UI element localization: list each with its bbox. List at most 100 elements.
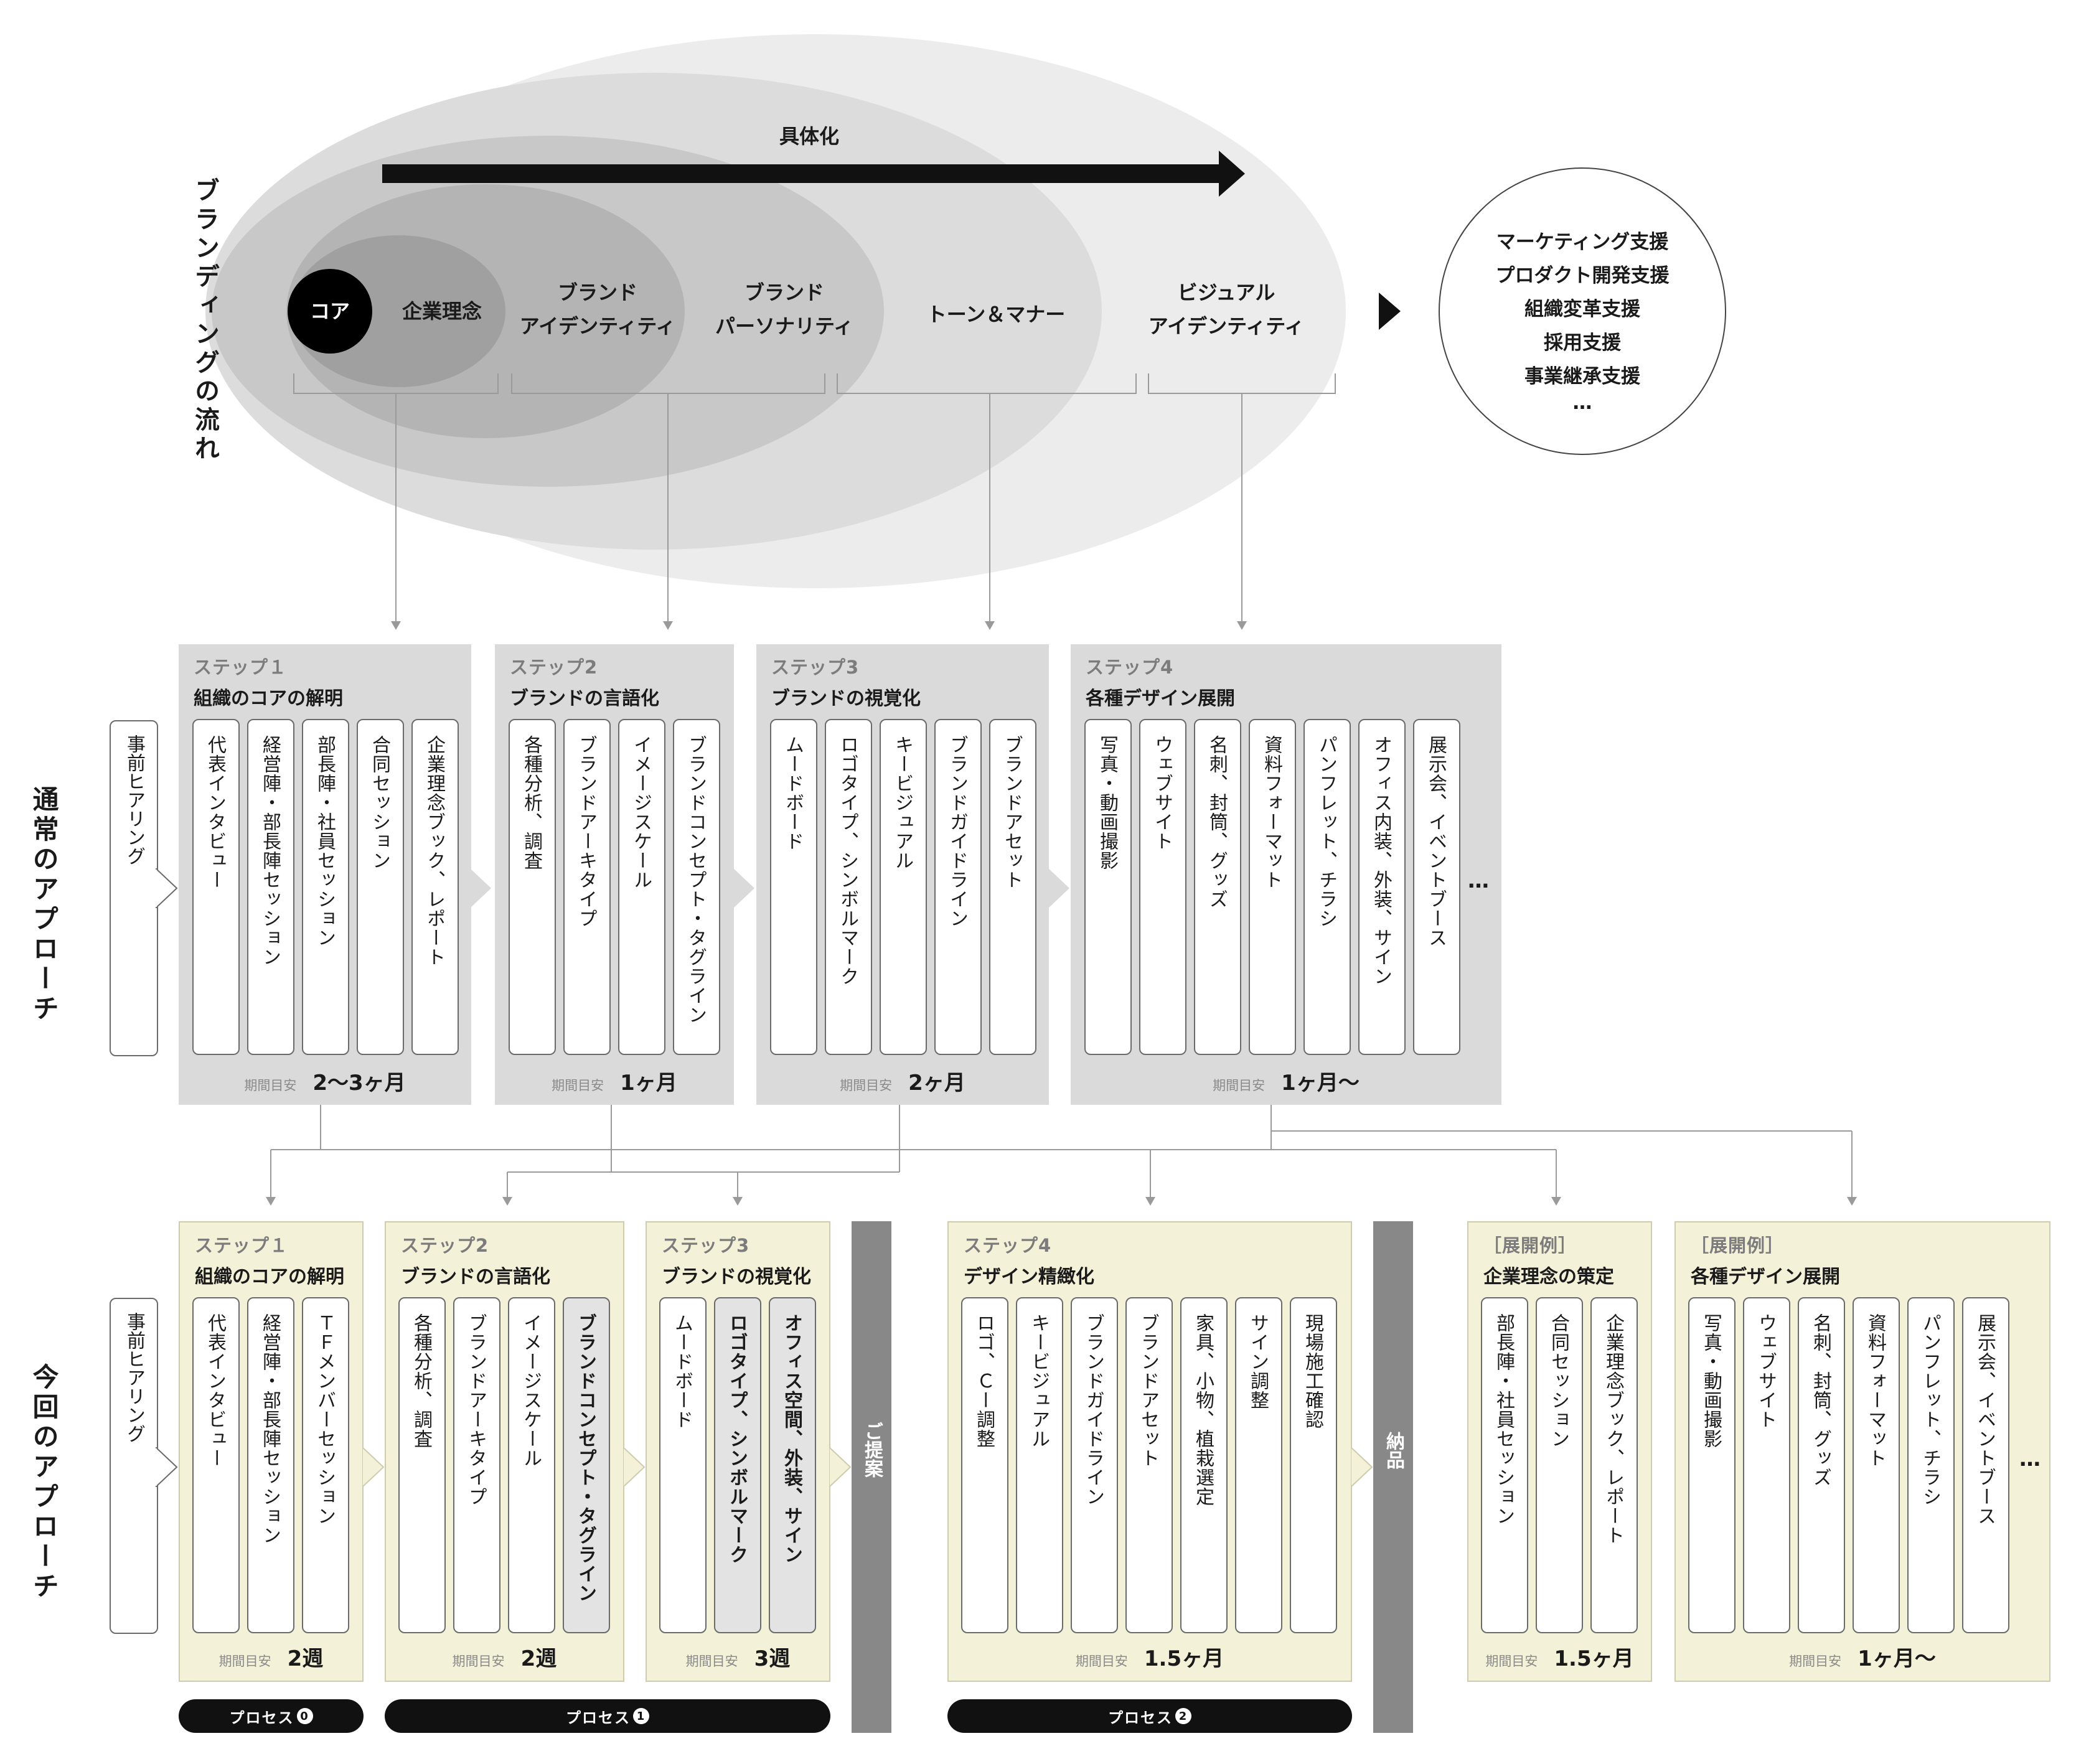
step-number: ステップ4: [964, 1235, 1052, 1256]
card-text: 展示会、イベントブース: [1974, 1313, 1996, 1526]
normal-step-3: ステップ3 ブランドの視覚化 ムードボード ロゴタイプ、シンボルマーク キービジ…: [756, 644, 1049, 1105]
card-text: 各種分析、調査: [410, 1313, 432, 1448]
step-card: 資料フォーマット: [1249, 719, 1296, 1055]
step-card: 代表インタビュー: [192, 1297, 240, 1633]
concretization-arrow-head: [1219, 151, 1245, 197]
step-card: 部長陣・社員セッション: [302, 719, 349, 1055]
current-step-3: ステップ3 ブランドの視覚化 ムードボード ロゴタイプ、シンボルマーク オフィス…: [646, 1221, 830, 1682]
card-text: パンフレット、チラシ: [1919, 1313, 1941, 1506]
step-card: ウェブサイト: [1139, 719, 1186, 1055]
card-text: サイン調整: [1247, 1313, 1269, 1410]
card-text: 部長陣・社員セッション: [314, 735, 336, 947]
layer-label-identity: ブランド アイデンティティ: [519, 281, 676, 338]
step-card: ＴＦメンバーセッション: [302, 1297, 349, 1633]
step-card: イメージスケール: [618, 719, 665, 1055]
step-card: ブランドアーキタイプ: [453, 1297, 500, 1633]
step-card: 経営陣・部長陣セッション: [247, 1297, 294, 1633]
normal-pre-hearing: [110, 720, 158, 1056]
step-card: 各種分析、調査: [509, 719, 556, 1055]
core-label: コア: [309, 299, 350, 323]
card-text: 経営陣・部長陣セッション: [259, 735, 281, 967]
step-card: ウェブサイト: [1743, 1297, 1790, 1633]
current-step-2: ステップ2 ブランドの言語化 各種分析、調査 ブランドアーキタイプ イメージスケ…: [385, 1221, 624, 1682]
step-card: 写真・動画撮影: [1084, 719, 1132, 1055]
current-pre-hearing-text: 事前ヒアリング: [123, 1312, 145, 1443]
card-text: 資料フォーマット: [1261, 735, 1282, 889]
card-text: ウェブサイト: [1151, 735, 1173, 851]
step-card: ブランドガイドライン: [1071, 1297, 1118, 1633]
step-title: 企業理念の策定: [1483, 1266, 1614, 1288]
current-chevron: [1351, 1447, 1373, 1487]
more-ellipsis: …: [1468, 868, 1489, 893]
step-card: 写真・動画撮影: [1688, 1297, 1735, 1633]
step-card: 合同セッション: [357, 719, 404, 1055]
current-example-philosophy: ［展開例］ 企業理念の策定 部長陣・社員セッション 合同セッション 企業理念ブッ…: [1467, 1221, 1652, 1682]
step-card: ブランドアセット: [1125, 1297, 1173, 1633]
support-item: マーケティング支援: [1496, 231, 1669, 253]
card-text: ブランドアーキタイプ: [465, 1313, 487, 1506]
normal-chevron: [470, 868, 491, 908]
step-card: ブランドアーキタイプ: [563, 719, 611, 1055]
step-card: 各種分析、調査: [398, 1297, 446, 1633]
step-card: キービジュアル: [880, 719, 927, 1055]
card-text: 部長陣・社員セッション: [1493, 1313, 1515, 1526]
support-item: 採用支援: [1544, 332, 1621, 354]
step-number: ［展開例］: [1483, 1235, 1577, 1256]
card-text: イメージスケール: [520, 1313, 542, 1468]
step-card: オフィス内装、外装、サイン: [1358, 719, 1406, 1055]
step-card: 名刺、封筒、グッズ: [1194, 719, 1241, 1055]
support-item: プロダクト開発支援: [1495, 265, 1670, 287]
arrow-label: 具体化: [779, 124, 839, 148]
step-number: ステップ3: [771, 657, 860, 678]
card-text: ブランドアセット: [1001, 735, 1023, 889]
core-ellipse: [288, 269, 372, 354]
card-text: 写真・動画撮影: [1096, 735, 1118, 870]
branding-flow-label: ブランディングの流れ: [190, 177, 219, 464]
step-title: ブランドの言語化: [401, 1266, 550, 1288]
delivery-bar: 納品: [1373, 1221, 1413, 1733]
layer-label-tone: トーン＆マナー: [926, 303, 1066, 326]
proposal-text: ご提案: [861, 1422, 883, 1478]
card-text: 企業理念ブック、レポート: [1602, 1313, 1624, 1545]
bracket-tone: [837, 373, 1137, 394]
step-card: 企業理念ブック、レポート: [1590, 1297, 1638, 1633]
branding-flow-diagram: [205, 34, 1726, 630]
card-text: 合同セッション: [369, 735, 390, 870]
card-text: ブランドガイドライン: [946, 735, 968, 928]
card-text: 名刺、封筒、グッズ: [1206, 735, 1228, 909]
step-card: 代表インタビュー: [192, 719, 240, 1055]
step-card: ムードボード: [659, 1297, 707, 1633]
step-title: 組織のコアの解明: [194, 688, 343, 710]
concretization-arrow-shaft: [382, 164, 1223, 183]
card-text: 現場施工確認: [1302, 1313, 1323, 1429]
current-approach-label: 今回のアプローチ: [29, 1363, 59, 1602]
card-text: 経営陣・部長陣セッション: [259, 1313, 281, 1545]
card-text: 資料フォーマット: [1864, 1313, 1886, 1468]
step-card: 合同セッション: [1536, 1297, 1583, 1633]
process-number-icon: 1: [633, 1708, 649, 1724]
step-card: ブランドガイドライン: [934, 719, 982, 1055]
card-text: パンフレット、チラシ: [1315, 735, 1337, 928]
card-text: イメージスケール: [630, 735, 652, 889]
step-card: パンフレット、チラシ: [1303, 719, 1351, 1055]
card-text: ムードボード: [782, 735, 804, 851]
step-number: ステップ2: [401, 1235, 489, 1256]
process-label: プロセス: [566, 1709, 631, 1727]
step-card: 家具、小物、植栽選定: [1180, 1297, 1228, 1633]
pre-chevron: [156, 1447, 178, 1487]
step-card: キービジュアル: [1016, 1297, 1063, 1633]
card-text: ロゴ、Ｃー調整: [973, 1313, 995, 1448]
to-support-triangle: [1379, 293, 1401, 330]
step-card-highlighted: オフィス空間、外装、サイン: [769, 1297, 816, 1633]
step-card: ロゴタイプ、シンボルマーク: [825, 719, 872, 1055]
card-text: キービジュアル: [1028, 1313, 1050, 1448]
